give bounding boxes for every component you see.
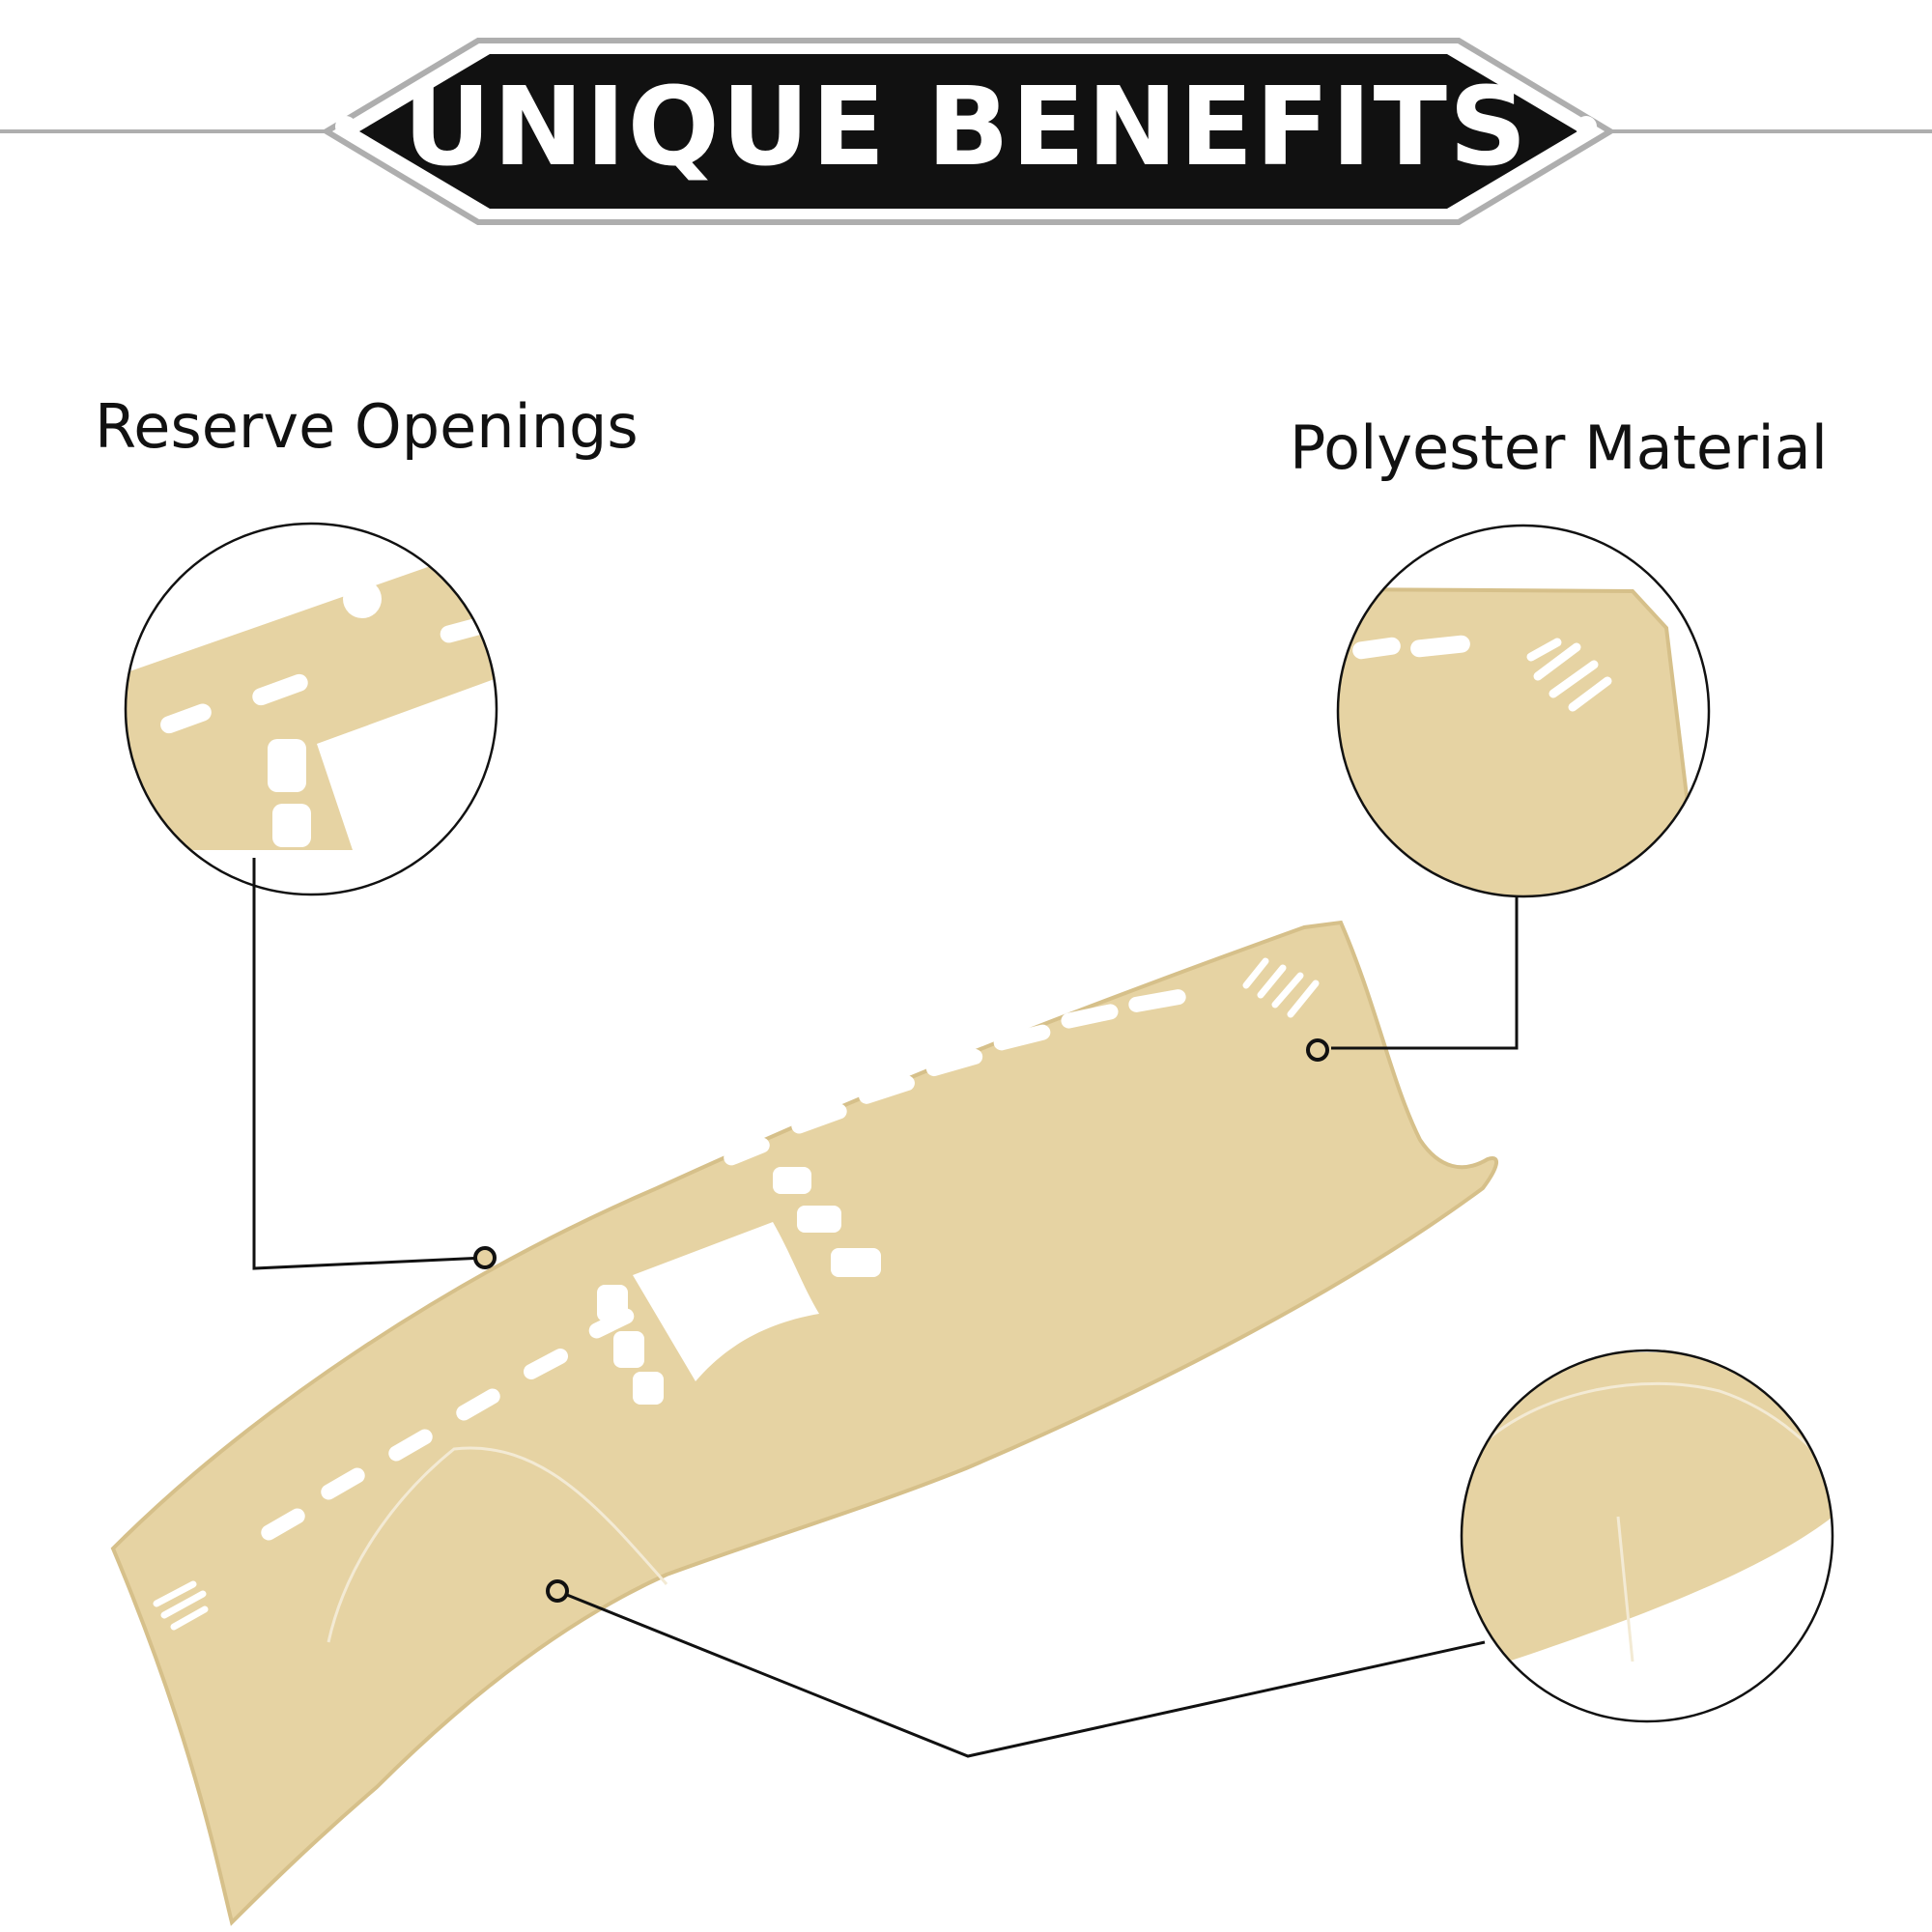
vent xyxy=(831,1248,881,1277)
slot xyxy=(724,1137,770,1166)
dashboard-mat xyxy=(110,920,1498,1926)
slot xyxy=(456,1388,500,1421)
banner xyxy=(0,38,1932,225)
vent xyxy=(597,1285,628,1321)
vent-cutouts xyxy=(597,1167,881,1405)
zoom-right-slot xyxy=(1410,635,1470,658)
speaker-grille-right xyxy=(1242,957,1320,1018)
slot xyxy=(388,1429,433,1462)
slot xyxy=(925,1048,983,1077)
label-reserve-openings: Reserve Openings xyxy=(95,391,639,462)
callout-dot xyxy=(546,1579,569,1603)
vent xyxy=(613,1331,644,1368)
banner-plate xyxy=(359,54,1577,209)
bullet-left xyxy=(335,116,357,138)
callout-leaders xyxy=(252,858,1519,1758)
zoom-right-slot xyxy=(1352,637,1401,660)
zoom-circle-left xyxy=(124,522,498,896)
slot xyxy=(1128,989,1186,1012)
zoom-left-sensor-hole xyxy=(343,580,382,618)
banner-title: UNIQUE BENEFITS xyxy=(0,60,1932,195)
slot xyxy=(523,1349,569,1379)
sensor-hole xyxy=(634,1126,661,1153)
slot xyxy=(859,1075,915,1104)
zoom-right-mat xyxy=(1338,586,1703,896)
vent xyxy=(773,1167,811,1194)
label-polyester-material: Polyester Material xyxy=(1290,412,1829,483)
cluster-cutout xyxy=(633,1222,819,1381)
zoom-right-grille xyxy=(1526,638,1612,712)
callout-dots xyxy=(473,1038,1329,1603)
dash-mat-body xyxy=(110,920,1498,1926)
speaker-grille-left xyxy=(153,1580,209,1631)
slot xyxy=(321,1467,365,1500)
slot xyxy=(791,1103,847,1134)
slot xyxy=(993,1024,1051,1051)
zoom-left-slot xyxy=(160,703,212,734)
zoom-left-slot xyxy=(252,673,308,706)
leader-reserve-openings xyxy=(252,858,486,1270)
slot xyxy=(1061,1004,1119,1029)
vent xyxy=(797,1206,841,1233)
slot xyxy=(261,1508,305,1541)
bullet-right xyxy=(1575,116,1597,138)
zoom-left-vent xyxy=(272,804,311,847)
zoom-circle-right xyxy=(1336,524,1711,898)
stitch-seam xyxy=(327,1446,668,1643)
zoom-left-vent xyxy=(268,739,306,792)
zoom-bottom-seam xyxy=(1616,1516,1634,1662)
callout-dot xyxy=(473,1246,497,1269)
leader-stitching xyxy=(556,1589,1486,1758)
zoom-bottom-mat xyxy=(1462,1352,1833,1681)
zoom-left-cluster xyxy=(317,676,497,850)
zoom-circle-bottom xyxy=(1460,1349,1834,1723)
vent xyxy=(633,1372,664,1405)
banner-title-text: UNIQUE BENEFITS xyxy=(403,65,1529,190)
callout-dot xyxy=(1306,1038,1329,1062)
leader-polyester-material xyxy=(1331,896,1519,1050)
